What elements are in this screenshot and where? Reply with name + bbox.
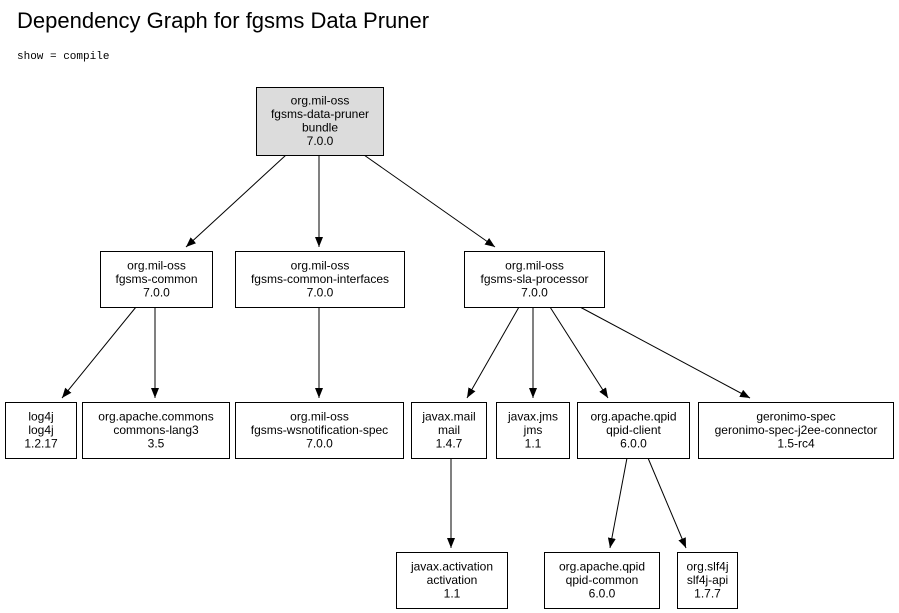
node-label-line: org.apache.commons bbox=[98, 409, 213, 423]
dependency-arrow bbox=[466, 306, 520, 399]
node-box bbox=[235, 402, 404, 459]
node-label-line: fgsms-sla-processor bbox=[480, 272, 588, 286]
node-label-line: org.mil-oss bbox=[127, 258, 186, 272]
page-title: Dependency Graph for fgsms Data Pruner bbox=[17, 8, 430, 33]
node-box bbox=[256, 87, 384, 156]
edge-sla-processor-to-qpid-client bbox=[549, 306, 609, 399]
node-label-line: log4j bbox=[28, 423, 53, 437]
edge-common-to-log4j bbox=[61, 306, 137, 399]
node-label-line: 7.0.0 bbox=[307, 285, 334, 299]
node-label-line: bundle bbox=[302, 121, 338, 135]
node-wsnotification-spec: org.mil-ossfgsms-wsnotification-spec7.0.… bbox=[235, 402, 404, 459]
node-box bbox=[464, 251, 605, 308]
scope-filter-label: show = compile bbox=[17, 51, 110, 63]
node-label-line: 1.1 bbox=[444, 586, 461, 600]
node-label-line: 7.0.0 bbox=[143, 285, 170, 299]
node-label-line: commons-lang3 bbox=[113, 423, 199, 437]
edge-root-to-common bbox=[185, 154, 287, 248]
node-label-line: org.mil-oss bbox=[291, 94, 350, 108]
node-label-line: javax.mail bbox=[421, 409, 475, 423]
node-box bbox=[82, 402, 230, 459]
node-label-line: 1.2.17 bbox=[24, 436, 58, 450]
node-box bbox=[396, 552, 508, 609]
dependency-arrow bbox=[579, 306, 751, 399]
node-box bbox=[496, 402, 570, 459]
node-label-line: javax.activation bbox=[410, 559, 493, 573]
node-label-line: log4j bbox=[28, 409, 53, 423]
node-label-line: 1.1 bbox=[525, 436, 542, 450]
dependency-arrow bbox=[607, 457, 628, 549]
dependency-arrow bbox=[549, 306, 609, 399]
node-label-line: slf4j-api bbox=[687, 573, 728, 587]
dependency-arrow bbox=[647, 457, 687, 549]
node-label-line: 6.0.0 bbox=[620, 436, 647, 450]
node-label-line: geronimo-spec-j2ee-connector bbox=[715, 423, 878, 437]
node-label-line: 1.7.7 bbox=[694, 586, 721, 600]
node-box bbox=[100, 251, 213, 308]
node-label-line: fgsms-wsnotification-spec bbox=[251, 423, 388, 437]
node-label-line: qpid-client bbox=[606, 423, 661, 437]
node-box bbox=[698, 402, 894, 459]
node-box bbox=[5, 402, 77, 459]
node-label-line: fgsms-common bbox=[115, 272, 197, 286]
edge-qpid-client-to-qpid-common bbox=[607, 457, 628, 549]
node-box bbox=[235, 251, 405, 308]
node-label-line: javax.jms bbox=[507, 409, 558, 423]
node-label-line: 7.0.0 bbox=[521, 285, 548, 299]
node-label-line: 3.5 bbox=[148, 436, 165, 450]
node-box bbox=[411, 402, 487, 459]
edge-sla-processor-to-mail bbox=[466, 306, 520, 399]
node-label-line: org.apache.qpid bbox=[590, 409, 676, 423]
node-box bbox=[577, 402, 690, 459]
node-label-line: org.mil-oss bbox=[291, 258, 350, 272]
node-j2ee-connector: geronimo-specgeronimo-spec-j2ee-connecto… bbox=[698, 402, 894, 459]
node-label-line: mail bbox=[438, 423, 460, 437]
node-label-line: jms bbox=[523, 423, 543, 437]
dependency-arrow bbox=[363, 154, 496, 248]
edge-root-to-sla-processor bbox=[363, 154, 496, 248]
node-box bbox=[677, 552, 738, 609]
edge-sla-processor-to-j2ee-connector bbox=[579, 306, 751, 399]
node-label-line: fgsms-data-pruner bbox=[271, 107, 369, 121]
edge-qpid-client-to-slf4j-api bbox=[647, 457, 687, 549]
node-label-line: org.slf4j bbox=[686, 559, 728, 573]
node-label-line: org.mil-oss bbox=[290, 409, 349, 423]
dependency-arrow bbox=[185, 154, 287, 248]
node-label-line: org.mil-oss bbox=[505, 258, 564, 272]
node-label-line: activation bbox=[427, 573, 478, 587]
node-label-line: 7.0.0 bbox=[307, 134, 334, 148]
node-label-line: org.apache.qpid bbox=[559, 559, 645, 573]
node-label-line: qpid-common bbox=[566, 573, 639, 587]
dependency-arrow bbox=[61, 306, 137, 399]
node-box bbox=[544, 552, 660, 609]
node-label-line: 7.0.0 bbox=[306, 436, 333, 450]
node-label-line: 6.0.0 bbox=[589, 586, 616, 600]
node-label-line: geronimo-spec bbox=[756, 409, 835, 423]
node-label-line: fgsms-common-interfaces bbox=[251, 272, 389, 286]
node-label-line: 1.4.7 bbox=[436, 436, 463, 450]
node-label-line: 1.5-rc4 bbox=[777, 436, 815, 450]
